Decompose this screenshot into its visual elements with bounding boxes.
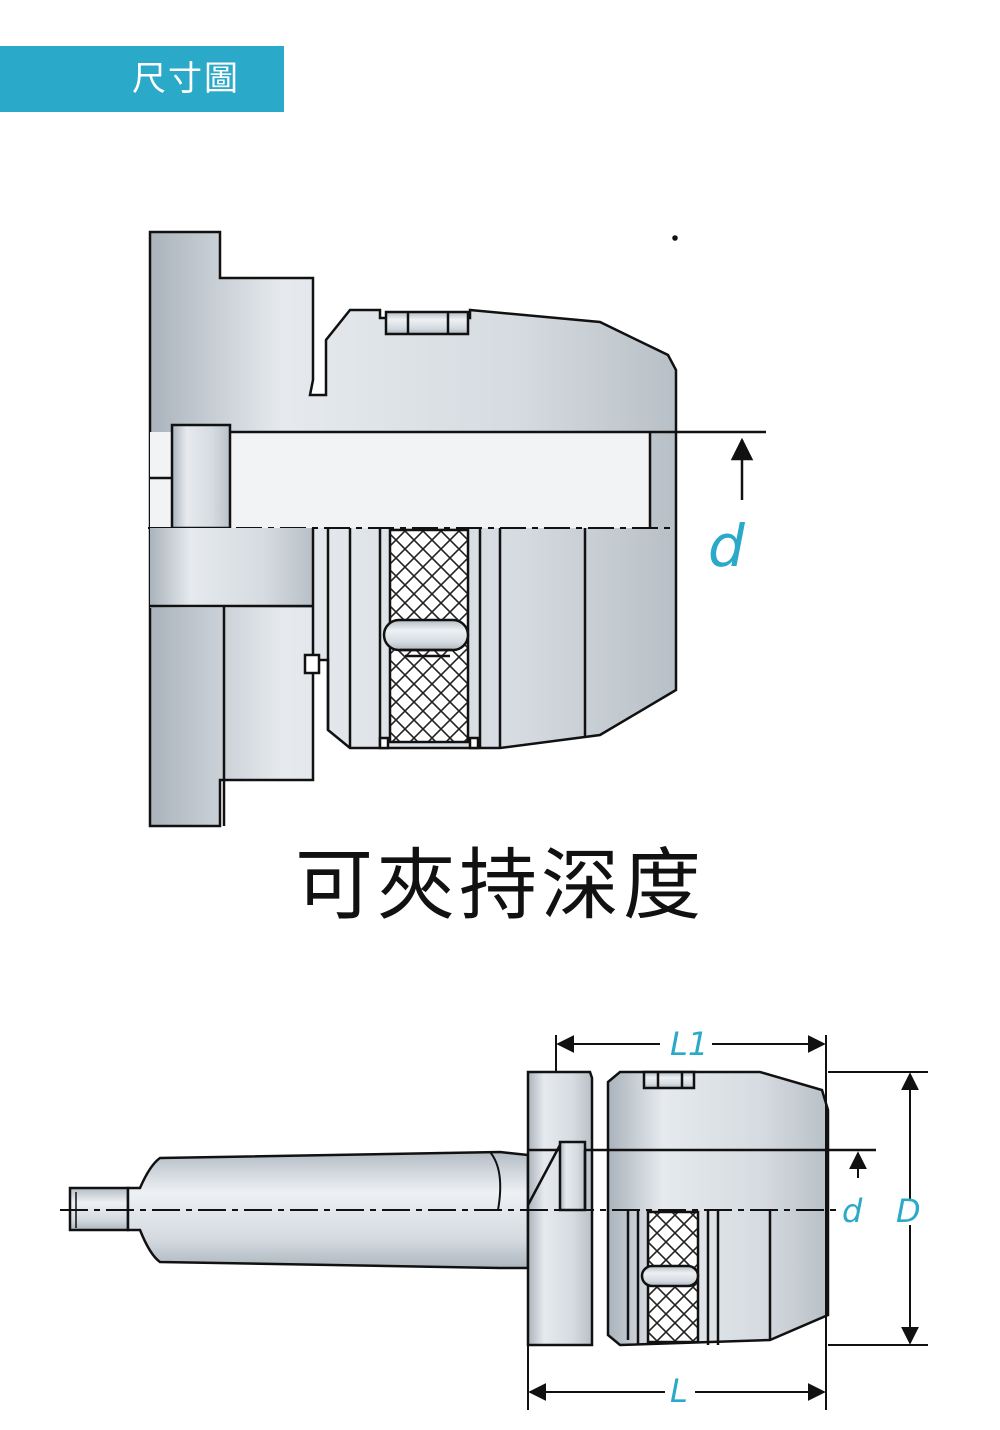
clamping-depth-caption: 可夾持深度: [294, 841, 705, 931]
dim-D-label: D: [896, 1192, 921, 1230]
detail-view: [148, 230, 766, 828]
stop-ring: [170, 423, 232, 530]
lock-pin: [382, 618, 470, 652]
dim-L-label: L: [670, 1372, 688, 1410]
section-title: 尺寸圖: [132, 59, 240, 99]
main-lock-pin: [640, 1264, 700, 1288]
bore-upper: [150, 432, 650, 528]
main-view: [60, 1035, 928, 1410]
dim-L1-label: L1: [670, 1025, 708, 1063]
key-slot: [384, 310, 470, 336]
dim-d-label: d: [842, 1192, 863, 1230]
detail-dim-d-label: d: [708, 512, 746, 580]
section-title-tab: 尺寸圖: [0, 46, 284, 112]
